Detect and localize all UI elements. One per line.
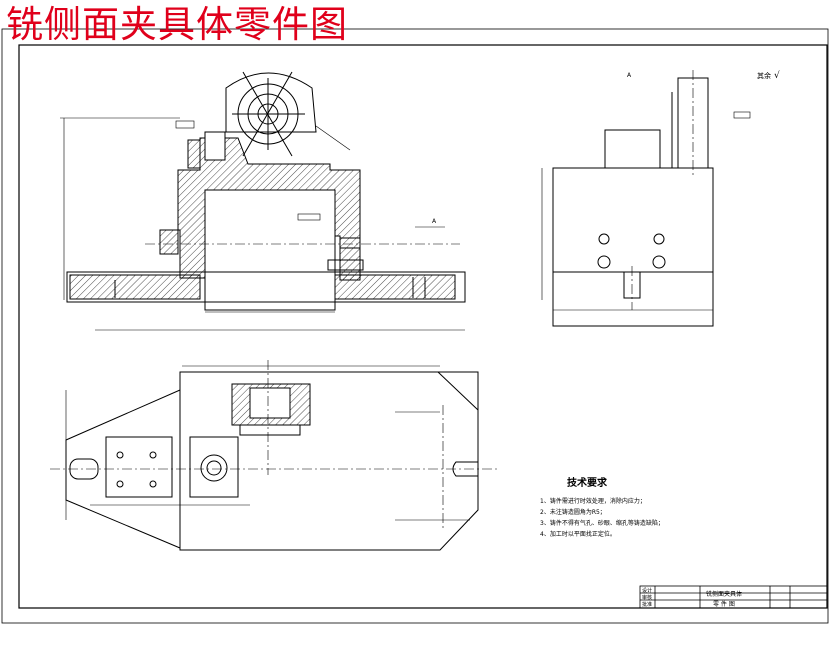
part-name: 铣侧面夹具体: [706, 590, 742, 598]
tech-req-item-4: 4、加工时以平面找正定位。: [540, 530, 616, 538]
tech-req-item-3: 3、铸件不得有气孔、砂眼、缩孔等铸造缺陷；: [540, 519, 664, 527]
tech-req-heading: 技术要求: [567, 476, 608, 489]
outer-frame: [1, 28, 829, 624]
top-view: [50, 360, 500, 551]
title-block: [639, 585, 828, 609]
inner-frame: [18, 44, 828, 609]
front-section-view: [60, 71, 466, 331]
tech-req-item-1: 1、铸件需进行时效处理，消除内应力；: [540, 497, 646, 505]
checker-label: 审核: [642, 594, 652, 601]
page-title: 铣侧面夹具体零件图: [6, 3, 348, 46]
drawing-type: 零 件 图: [713, 600, 735, 608]
roughness-note: 其余: [757, 71, 771, 80]
roughness-symbol: √: [774, 70, 780, 81]
approver-label: 批准: [642, 601, 652, 608]
section-label: A: [432, 218, 437, 225]
designer-label: 设计: [642, 587, 652, 594]
view-label-a: A: [627, 72, 632, 79]
tech-req-item-2: 2、未注铸造圆角为R5；: [540, 508, 606, 516]
side-view: [541, 70, 751, 327]
